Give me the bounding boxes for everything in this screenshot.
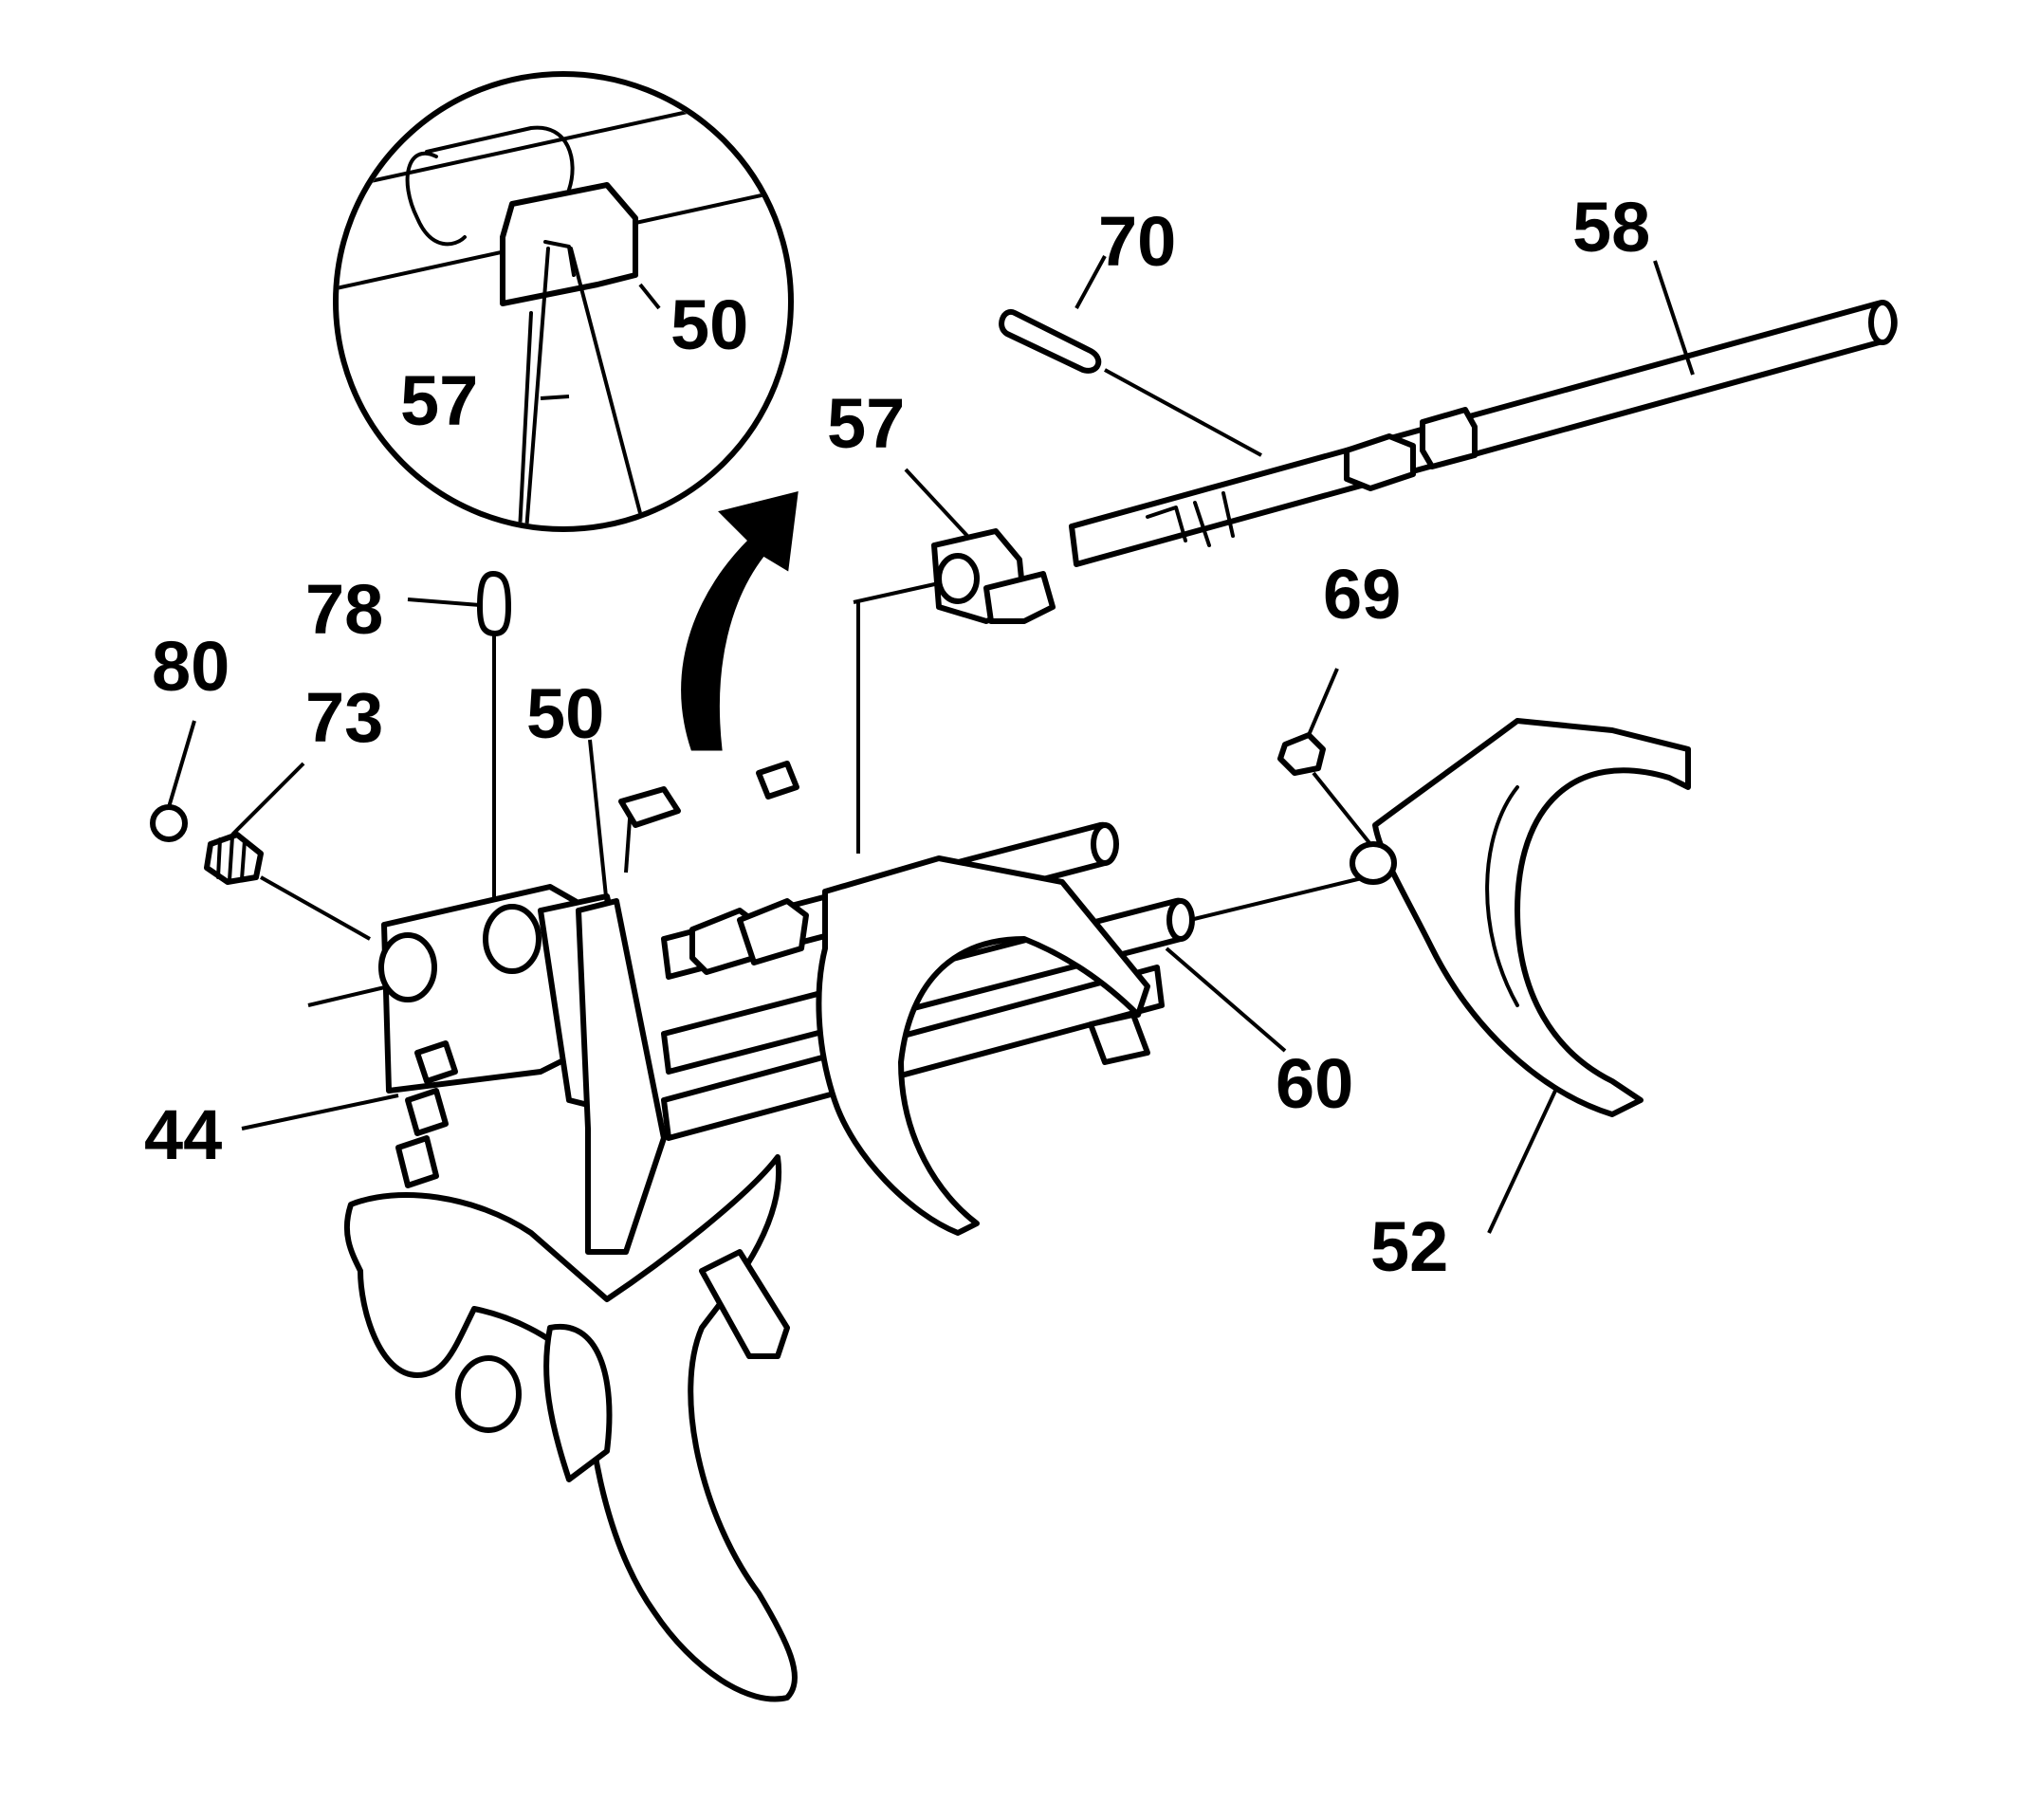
callout-69: 69: [1323, 555, 1401, 634]
callout-58: 58: [1572, 188, 1650, 267]
callout-labels: 58 70 57 57 50 50 78 80 73 69 60 44 52: [144, 188, 1650, 1286]
callout-80: 80: [152, 627, 230, 706]
pin-78: [477, 571, 511, 636]
shift-lever-50: [576, 898, 667, 1255]
shift-rail-58: [1069, 300, 1898, 567]
spring-73: [204, 832, 264, 885]
detent-ball-80: [150, 804, 188, 842]
detail-pointer-arrow-icon: [681, 491, 799, 751]
callout-57-detail: 57: [400, 361, 478, 440]
callout-44: 44: [144, 1095, 222, 1174]
callout-50-detail: 50: [670, 285, 748, 364]
callout-73: 73: [305, 678, 383, 757]
roll-pin-70: [999, 309, 1102, 374]
callout-57-main: 57: [827, 384, 905, 463]
interlock-57: [931, 528, 1056, 624]
callout-70: 70: [1098, 202, 1176, 281]
shift-fork-52: [1350, 718, 1691, 1117]
callout-78: 78: [305, 570, 383, 649]
callout-52: 52: [1370, 1207, 1448, 1286]
bolt-69: [1277, 732, 1326, 776]
callout-60: 60: [1276, 1044, 1353, 1123]
shift-fork-front: [343, 1154, 798, 1702]
shift-fork-middle: [816, 855, 1150, 1236]
callout-50-main: 50: [526, 674, 604, 753]
